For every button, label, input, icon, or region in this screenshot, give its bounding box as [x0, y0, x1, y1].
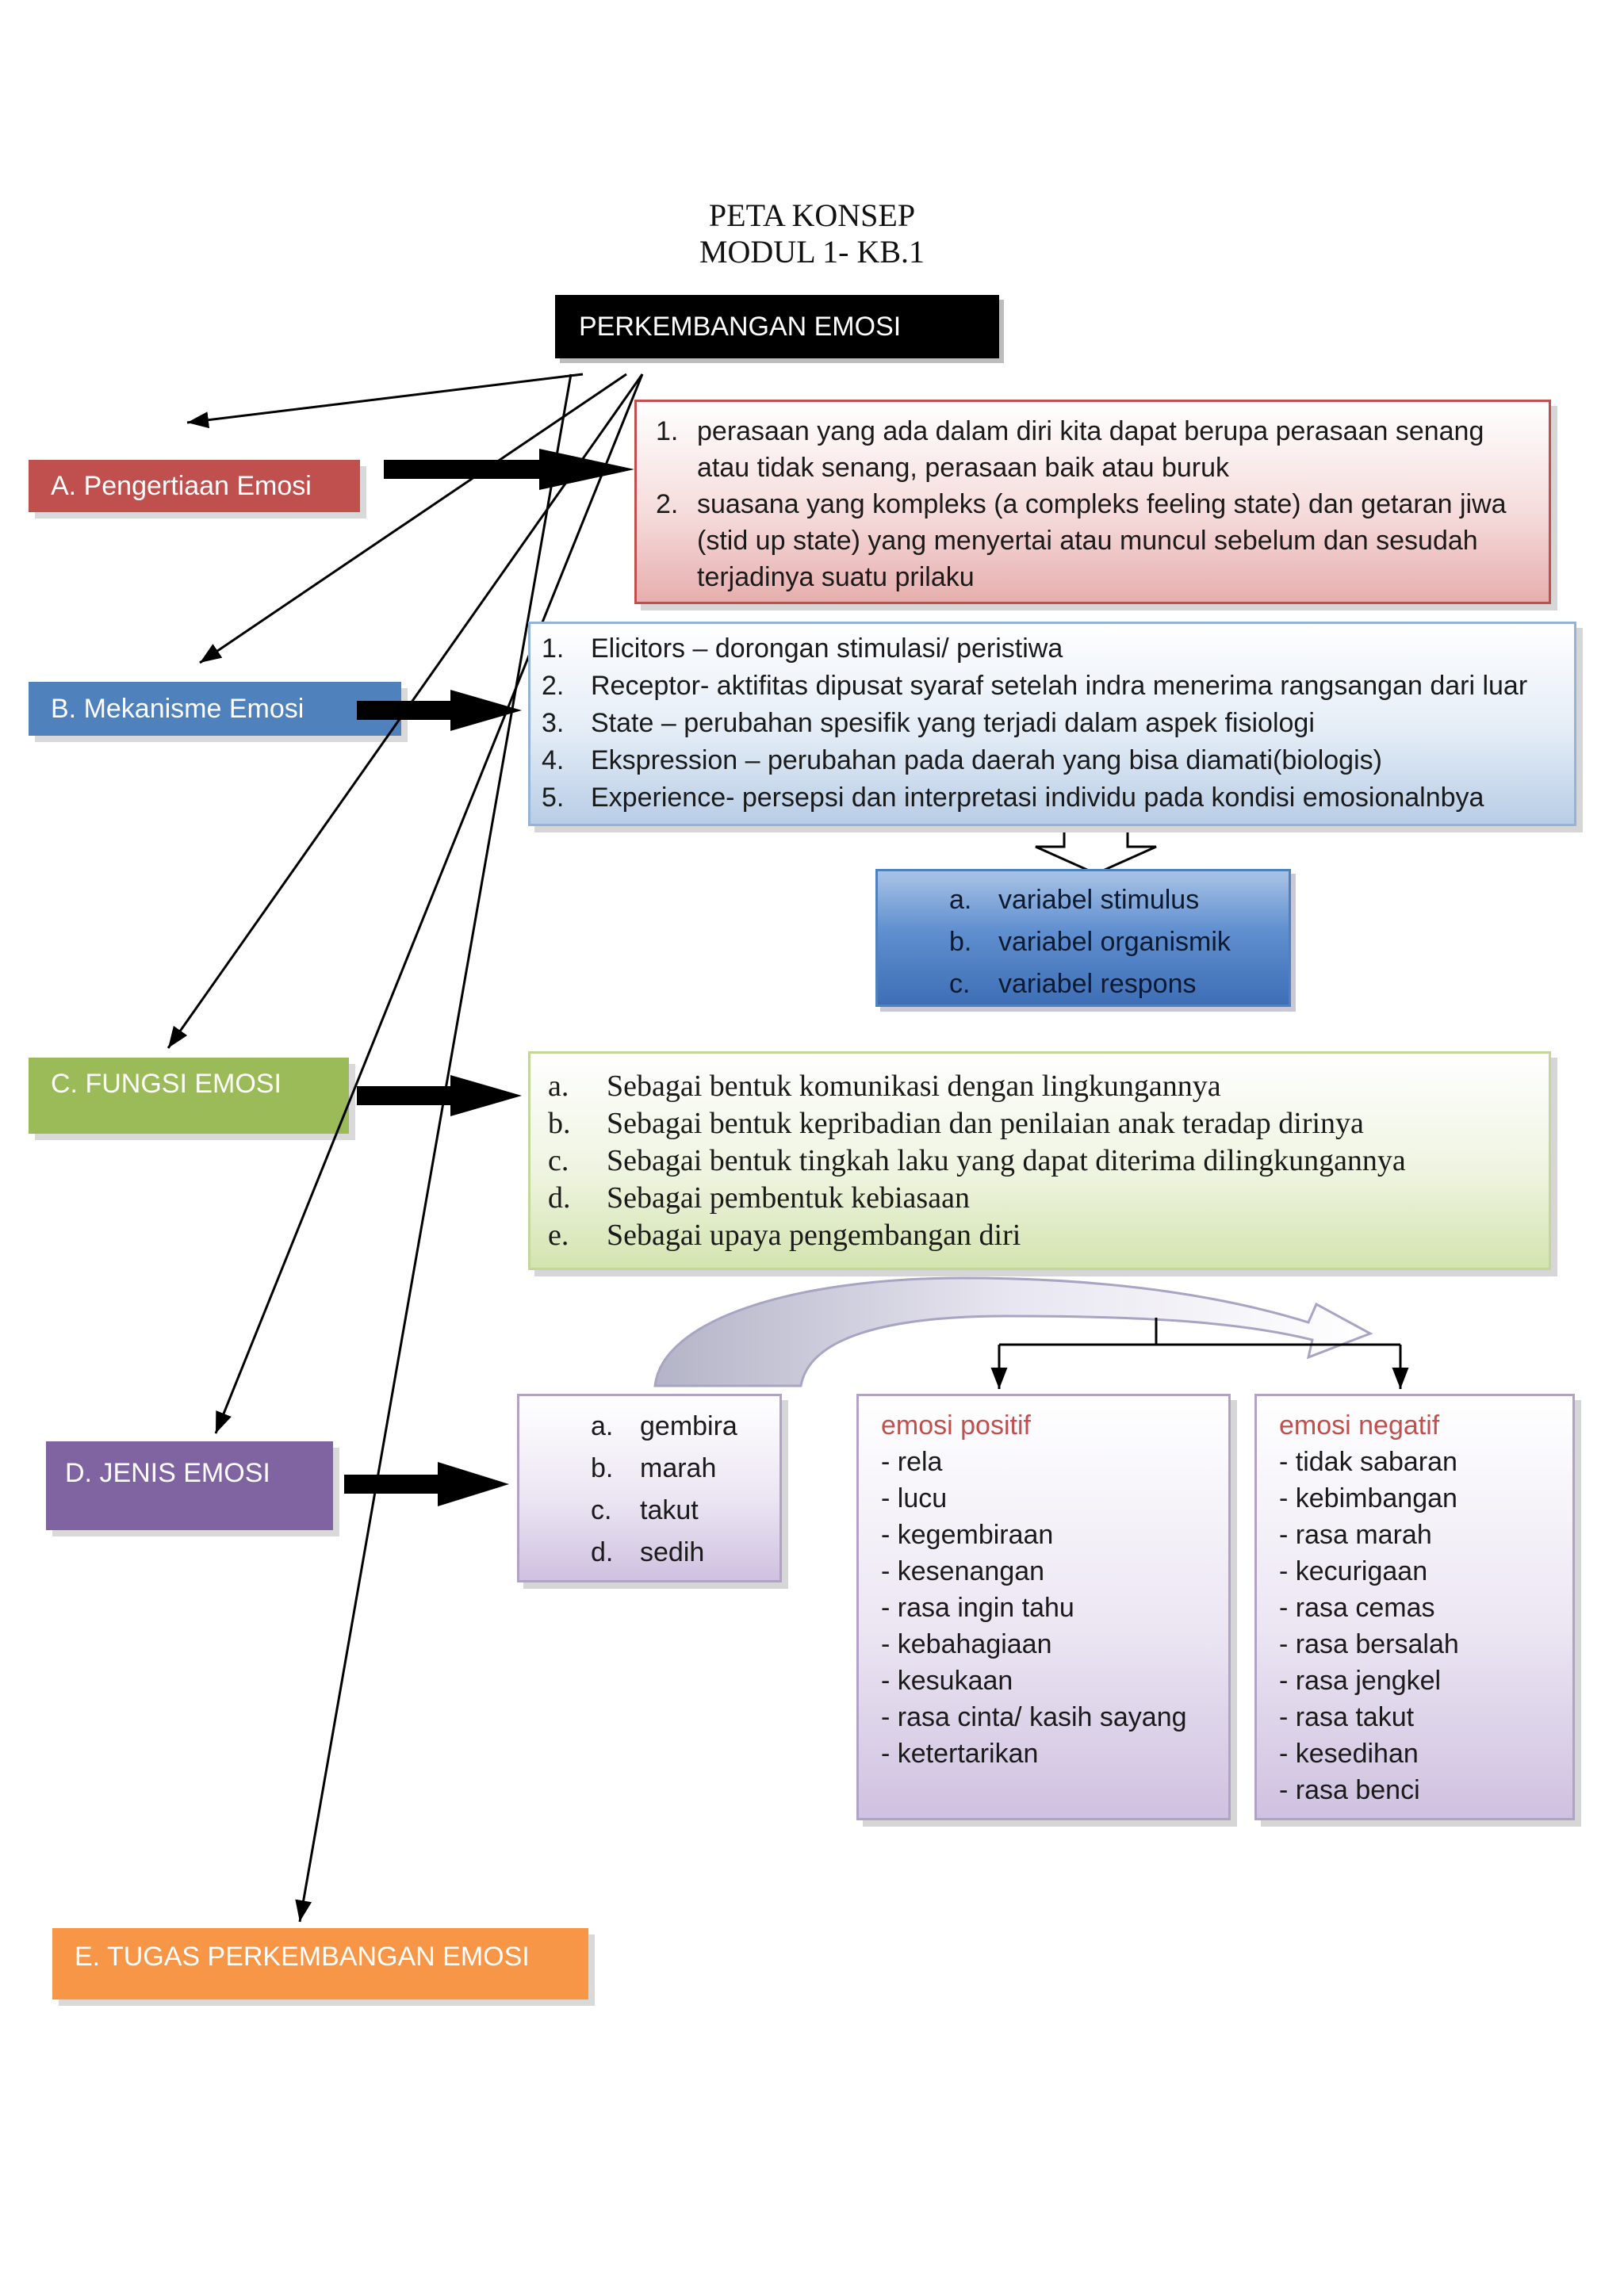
fungsi-item: c.Sebagai bentuk tingkah laku yang dapat…	[548, 1142, 1549, 1180]
mekanisme-text: Ekspression – perubahan pada daerah yang…	[591, 745, 1382, 775]
label-fungsi: C. FUNGSI EMOSI	[29, 1058, 349, 1134]
variabel-text: variabel stimulus	[998, 885, 1200, 915]
mekanisme-text: Receptor- aktifitas dipusat syaraf setel…	[591, 671, 1528, 701]
page-subtitle: MODUL 1- KB.1	[699, 234, 925, 270]
emosi-negatif-box: emosi negatif - tidak sabaran - kebimban…	[1254, 1394, 1575, 1820]
fungsi-text: Sebagai bentuk kepribadian dan penilaian…	[607, 1107, 1364, 1140]
emosi-positif-box: emosi positif - rela - lucu - kegembiraa…	[856, 1394, 1231, 1820]
variabel-text: variabel organismik	[998, 927, 1231, 957]
emosi-negatif-item: - kebimbangan	[1279, 1483, 1457, 1513]
emosi-positif-title: emosi positif	[881, 1410, 1031, 1441]
emosi-positif-item: - rasa ingin tahu	[881, 1593, 1074, 1623]
pengertian-text: suasana yang kompleks (a compleks feelin…	[697, 489, 1507, 592]
variabel-item: c.variabel respons	[949, 963, 1289, 1005]
emosi-negatif-title: emosi negatif	[1279, 1410, 1440, 1441]
fungsi-text: Sebagai bentuk komunikasi dengan lingkun…	[607, 1070, 1221, 1103]
connector-to-b	[199, 373, 627, 664]
block-arrow-b	[357, 690, 522, 731]
emosi-negatif-item: - tidak sabaran	[1279, 1447, 1457, 1477]
variabel-box: a.variabel stimulus b.variabel organismi…	[875, 869, 1291, 1007]
emosi-negatif-item: - rasa cemas	[1279, 1593, 1435, 1623]
fungsi-box: a.Sebagai bentuk komunikasi dengan lingk…	[528, 1051, 1551, 1270]
pengertian-item: 2. suasana yang kompleks (a compleks fee…	[656, 486, 1530, 595]
emosi-positif-item: - lucu	[881, 1483, 948, 1513]
variabel-text: variabel respons	[998, 969, 1197, 999]
pengertian-item: 1. perasaan yang ada dalam diri kita dap…	[656, 413, 1530, 486]
emosi-positif-item: - kegembiraan	[881, 1520, 1054, 1550]
mekanisme-item: 5.Experience- persepsi dan interpretasi …	[542, 779, 1566, 817]
jenis-box: a.gembira b.marah c.takut d.sedih	[517, 1394, 782, 1582]
label-jenis: D. JENIS EMOSI	[46, 1441, 333, 1530]
mekanisme-text: State – perubahan spesifik yang terjadi …	[591, 708, 1315, 738]
fungsi-item: a.Sebagai bentuk komunikasi dengan lingk…	[548, 1068, 1549, 1105]
mekanisme-item: 4.Ekspression – perubahan pada daerah ya…	[542, 742, 1566, 779]
emosi-positif-item: - kebahagiaan	[881, 1629, 1052, 1659]
connector-to-a	[186, 373, 584, 429]
mekanisme-item: 2.Receptor- aktifitas dipusat syaraf set…	[542, 668, 1566, 705]
emosi-positif-item: - rasa cinta/ kasih sayang	[881, 1702, 1187, 1732]
curved-arrow	[653, 1276, 1373, 1387]
jenis-text: takut	[640, 1495, 699, 1525]
fungsi-item: b.Sebagai bentuk kepribadian dan penilai…	[548, 1105, 1549, 1142]
fungsi-item: d.Sebagai pembentuk kebiasaan	[548, 1180, 1549, 1217]
emosi-negatif-list: - tidak sabaran - kebimbangan - rasa mar…	[1279, 1444, 1572, 1808]
mekanisme-box: 1.Elicitors – dorongan stimulasi/ perist…	[528, 622, 1576, 826]
emosi-negatif-item: - kecurigaan	[1279, 1556, 1428, 1586]
jenis-item: b.marah	[591, 1448, 779, 1490]
emosi-negatif-item: - kesedihan	[1279, 1739, 1419, 1769]
variabel-item: b.variabel organismik	[949, 921, 1289, 963]
label-mekanisme: B. Mekanisme Emosi	[29, 682, 401, 736]
pengertian-box: 1. perasaan yang ada dalam diri kita dap…	[634, 400, 1551, 604]
emosi-positif-item: - kesenangan	[881, 1556, 1045, 1586]
fungsi-text: Sebagai bentuk tingkah laku yang dapat d…	[607, 1144, 1406, 1177]
jenis-text: gembira	[640, 1411, 737, 1441]
mekanisme-text: Experience- persepsi dan interpretasi in…	[591, 783, 1484, 813]
variabel-item: a.variabel stimulus	[949, 879, 1289, 921]
pengertian-list: 1. perasaan yang ada dalam diri kita dap…	[656, 413, 1530, 595]
jenis-item: a.gembira	[591, 1406, 779, 1448]
root-node: PERKEMBANGAN EMOSI	[555, 295, 999, 358]
block-arrow-d	[344, 1462, 509, 1506]
emosi-negatif-item: - rasa benci	[1279, 1775, 1420, 1805]
connector-to-d	[214, 373, 644, 1434]
mekanisme-text: Elicitors – dorongan stimulasi/ peristiw…	[591, 633, 1063, 664]
mekanisme-item: 1.Elicitors – dorongan stimulasi/ perist…	[542, 630, 1566, 668]
pengertian-text: perasaan yang ada dalam diri kita dapat …	[697, 416, 1484, 483]
emosi-negatif-item: - rasa bersalah	[1279, 1629, 1459, 1659]
variabel-list: a.variabel stimulus b.variabel organismi…	[949, 879, 1289, 1005]
emosi-positif-item: - rela	[881, 1447, 943, 1477]
label-tugas: E. TUGAS PERKEMBANGAN EMOSI	[52, 1928, 588, 1999]
jenis-list: a.gembira b.marah c.takut d.sedih	[591, 1406, 779, 1574]
jenis-text: sedih	[640, 1537, 705, 1567]
emosi-positif-list: - rela - lucu - kegembiraan - kesenangan…	[881, 1444, 1228, 1772]
page-title: PETA KONSEP	[708, 197, 916, 233]
mekanisme-item: 3.State – perubahan spesifik yang terjad…	[542, 705, 1566, 742]
emosi-negatif-item: - rasa marah	[1279, 1520, 1432, 1550]
fungsi-text: Sebagai upaya pengembangan diri	[607, 1219, 1021, 1252]
mekanisme-list: 1.Elicitors – dorongan stimulasi/ perist…	[542, 630, 1566, 817]
emosi-negatif-item: - rasa takut	[1279, 1702, 1415, 1732]
fungsi-list: a.Sebagai bentuk komunikasi dengan lingk…	[548, 1068, 1549, 1254]
label-pengertian: A. Pengertiaan Emosi	[29, 460, 360, 512]
block-arrow-c	[357, 1075, 522, 1116]
connector-to-e	[295, 373, 573, 1923]
jenis-text: marah	[640, 1453, 717, 1483]
fungsi-item: e.Sebagai upaya pengembangan diri	[548, 1217, 1549, 1254]
emosi-positif-item: - kesukaan	[881, 1666, 1013, 1696]
jenis-item: c.takut	[591, 1490, 779, 1532]
fungsi-text: Sebagai pembentuk kebiasaan	[607, 1181, 970, 1215]
block-arrow-a	[384, 449, 634, 490]
emosi-negatif-item: - rasa jengkel	[1279, 1666, 1442, 1696]
jenis-item: d.sedih	[591, 1532, 779, 1574]
emosi-positif-item: - ketertarikan	[881, 1739, 1039, 1769]
